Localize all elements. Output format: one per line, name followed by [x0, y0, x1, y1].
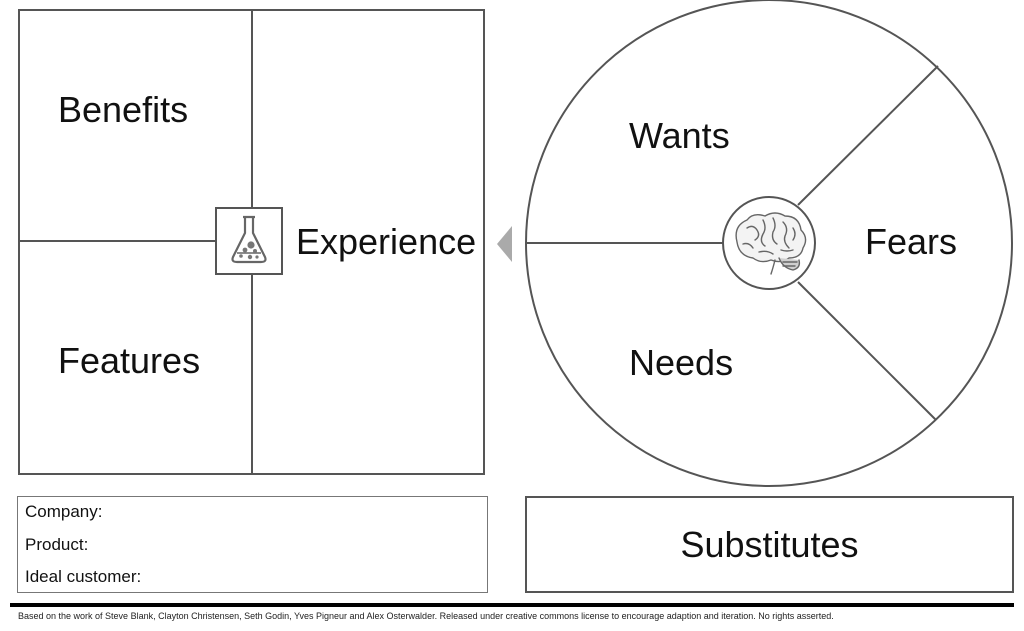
- footer-credit: Based on the work of Steve Blank, Clayto…: [18, 611, 834, 621]
- vp-horizontal-divider: [18, 240, 216, 242]
- company-label: Company:: [25, 502, 103, 521]
- ideal-customer-label: Ideal customer:: [25, 567, 142, 586]
- benefits-label: Benefits: [58, 89, 189, 130]
- substitutes-box: Substitutes: [525, 496, 1014, 593]
- flask-icon-box: [215, 207, 283, 275]
- footer-divider: [10, 603, 1014, 607]
- features-label: Features: [58, 340, 201, 381]
- wants-label: Wants: [629, 115, 730, 156]
- info-box: [17, 496, 488, 593]
- fears-label: Fears: [865, 221, 958, 262]
- brain-icon: [723, 196, 817, 290]
- experience-label: Experience: [296, 221, 477, 262]
- flask-icon: [227, 213, 271, 270]
- fit-arrow-icon: [497, 224, 513, 269]
- needs-label: Needs: [629, 342, 734, 383]
- product-label: Product:: [25, 535, 89, 554]
- substitutes-label: Substitutes: [680, 523, 859, 565]
